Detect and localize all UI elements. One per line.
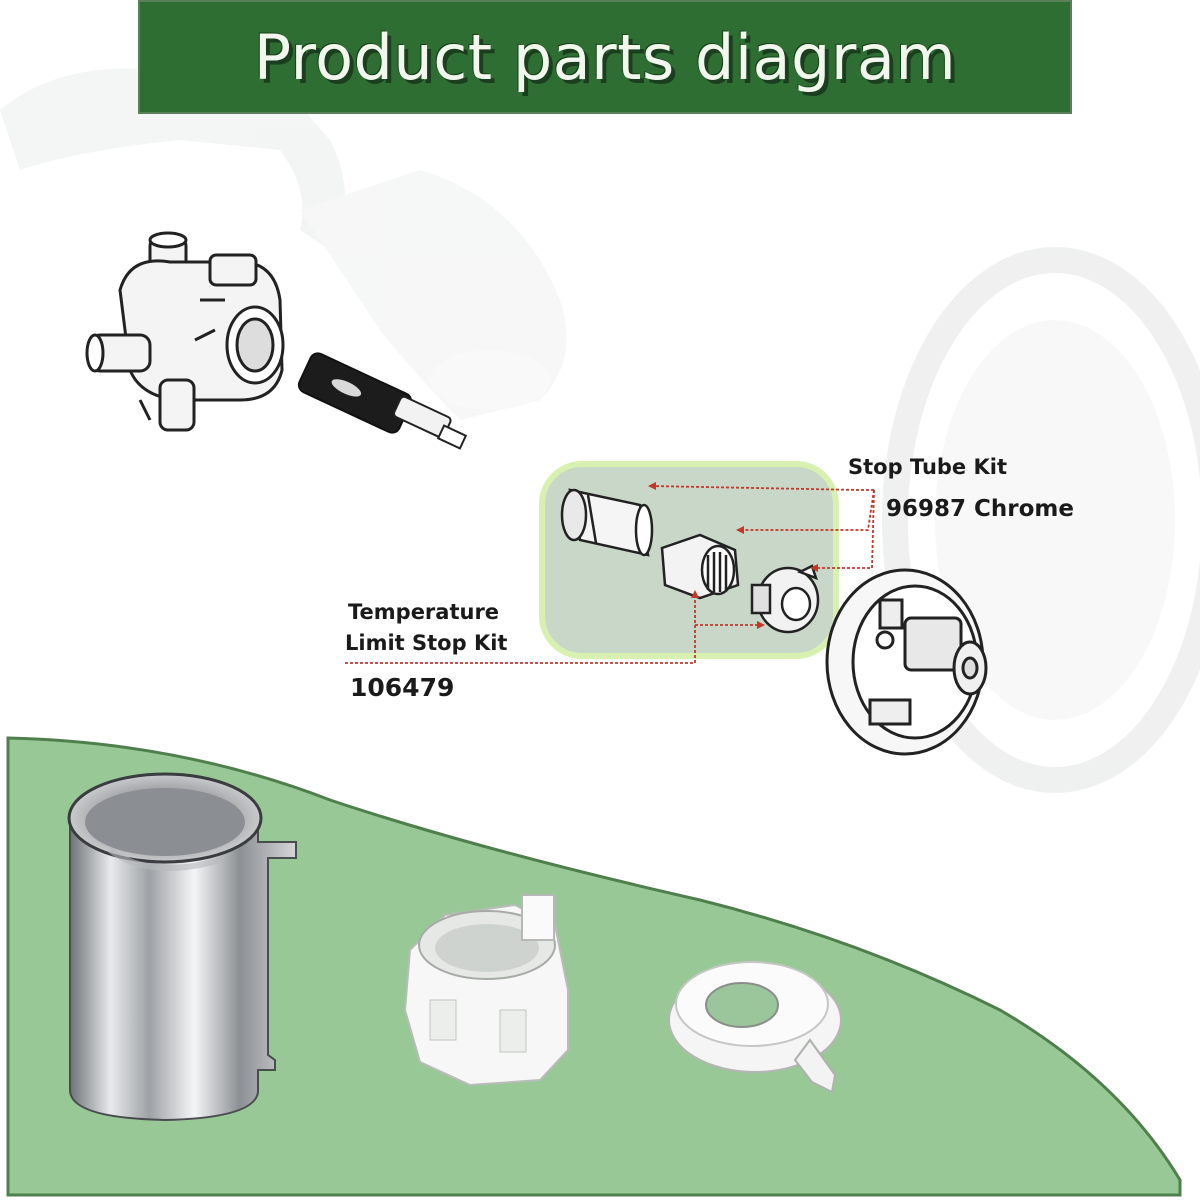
white-limit-stop-photo (403, 894, 569, 1087)
temp-limit-label-line2: Limit Stop Kit (345, 631, 508, 655)
leader-arrows (648, 482, 818, 629)
leader-lines (345, 485, 875, 664)
trim-plate-ghost (882, 247, 1200, 793)
trim-hub-drawing (825, 568, 988, 756)
title-banner: Product parts diagram (138, 0, 1072, 114)
valve-body-drawing (85, 231, 285, 432)
stop-tube-drawing (560, 488, 654, 557)
chrome-stop-tube-photo (67, 772, 297, 1122)
stop-tube-kit-part-number: 96987 Chrome (886, 496, 1074, 522)
temp-stop-drawing (660, 533, 740, 600)
cartridge-drawing (297, 352, 468, 450)
stop-ring-drawing (750, 564, 820, 634)
temp-limit-part-number: 106479 (350, 673, 455, 702)
page-title: Product parts diagram (253, 20, 957, 94)
stop-tube-kit-label: Stop Tube Kit (848, 455, 1007, 479)
white-stop-ring-photo (668, 961, 842, 1094)
green-panel (6, 736, 1182, 1197)
temp-limit-label-line1: Temperature (348, 600, 500, 624)
